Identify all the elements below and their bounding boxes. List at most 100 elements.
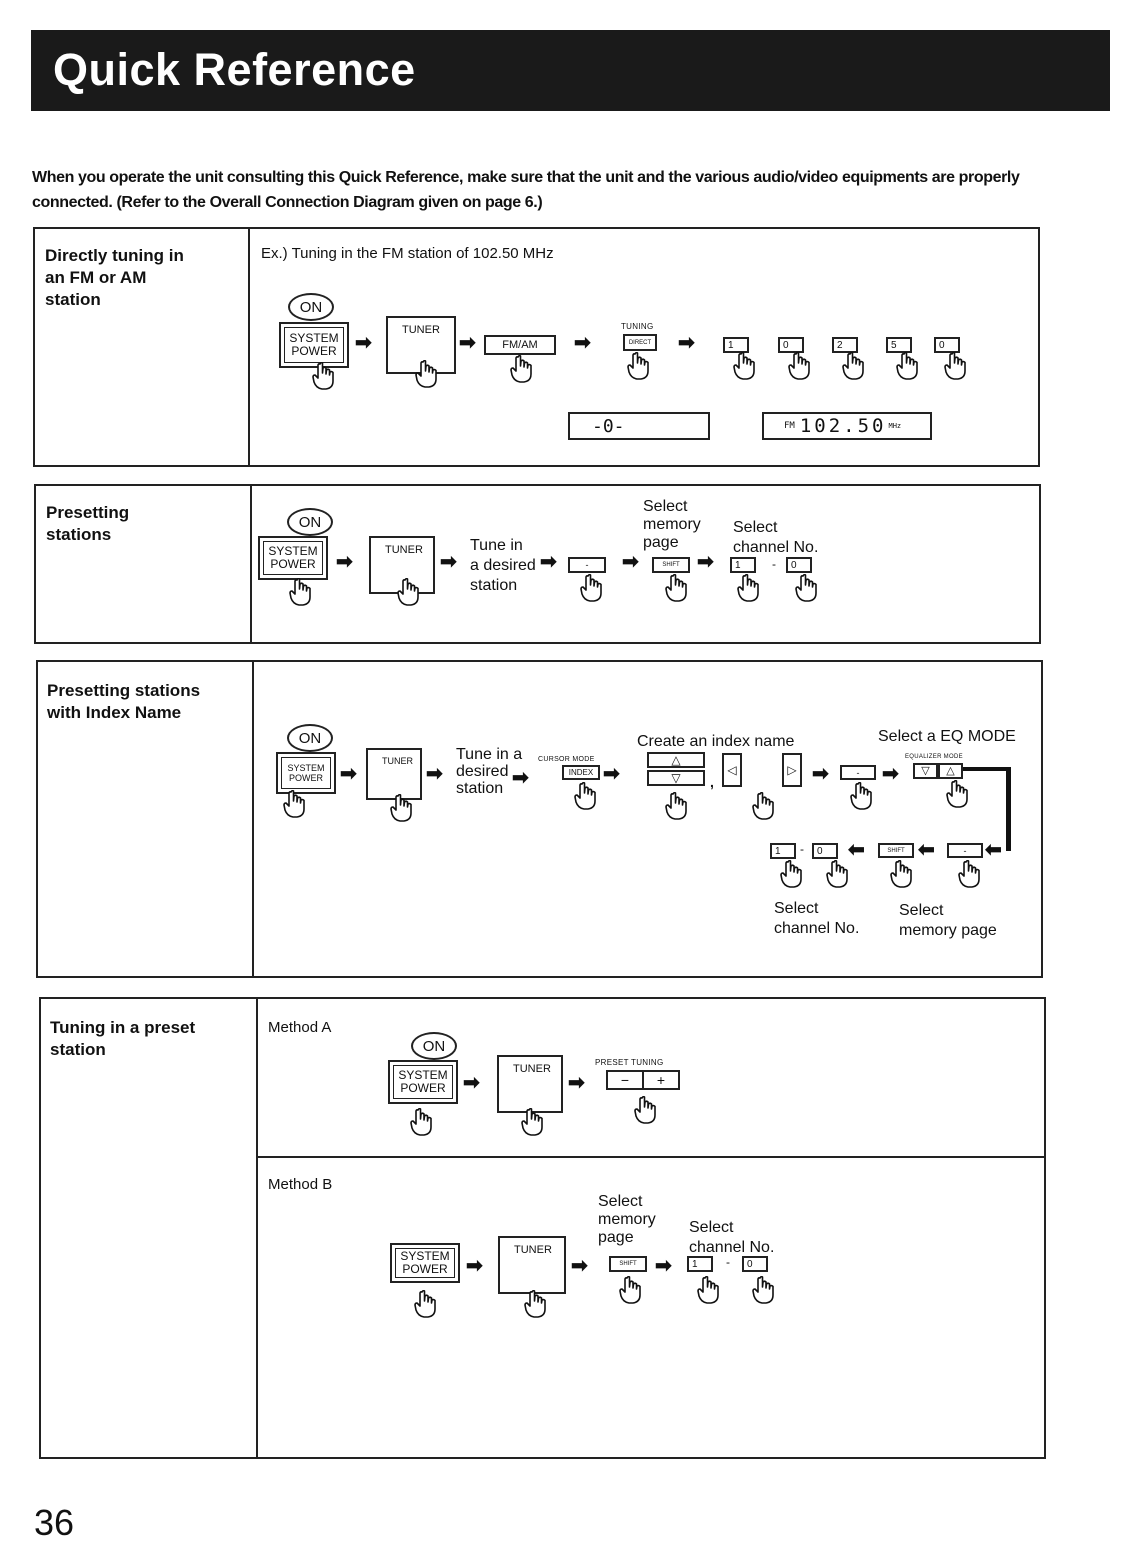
digit-0-button[interactable]: 0 <box>934 337 960 353</box>
hand-press-icon <box>944 352 966 380</box>
hand-press-icon <box>619 1276 641 1304</box>
direct-tuning-button[interactable]: DIRECT <box>623 334 657 351</box>
hand-press-icon <box>580 574 602 602</box>
section-divider <box>250 484 252 644</box>
hand-press-icon <box>397 578 419 606</box>
hand-press-icon <box>752 1276 774 1304</box>
dash-button[interactable]: - <box>840 765 876 780</box>
digit-0-button[interactable]: 0 <box>778 337 804 353</box>
hand-press-icon <box>627 352 649 380</box>
digit-1-button[interactable]: 1 <box>770 843 796 859</box>
range-dash: - <box>726 1255 731 1269</box>
display-freq: 102.50 <box>799 415 887 437</box>
digit-2-button[interactable]: 2 <box>832 337 858 353</box>
hand-press-icon <box>890 860 912 888</box>
system-power-button[interactable]: SYSTEM POWER <box>390 1243 460 1283</box>
fm-am-button[interactable]: FM/AM <box>484 335 556 355</box>
method-b-label: Method B <box>268 1176 333 1193</box>
system-power-button[interactable]: SYSTEM POWER <box>279 322 349 368</box>
section-label-index-name: Presetting stations with Index Name <box>47 681 201 722</box>
hand-press-icon <box>826 860 848 888</box>
shift-button[interactable]: SHIFT <box>878 843 914 858</box>
index-button[interactable]: INDEX <box>562 765 600 780</box>
system-power-button[interactable]: SYSTEM POWER <box>276 752 336 794</box>
page-title: Quick Reference <box>53 44 416 95</box>
preset-tuning-caption: PRESET TUNING <box>595 1058 664 1067</box>
title-bar: Quick Reference <box>31 30 1110 111</box>
arrow-right-icon: ➡ <box>426 763 443 785</box>
system-power-label: SYSTEM POWER <box>393 1065 453 1099</box>
dash-button[interactable]: - <box>568 557 606 573</box>
arrow-right-icon: ➡ <box>655 1255 672 1277</box>
shift-button[interactable]: SHIFT <box>609 1256 647 1272</box>
select-channel-text: Select channel No. <box>733 519 819 556</box>
digit-0-button[interactable]: 0 <box>786 557 812 573</box>
range-dash: - <box>800 842 805 856</box>
tune-in-text: Tune in a desired station <box>470 537 536 594</box>
display-unit: MHz <box>888 422 902 430</box>
cursor-up-button[interactable]: △ <box>647 752 705 768</box>
arrow-right-icon: ➡ <box>540 551 557 573</box>
arrow-right-icon: ➡ <box>340 763 357 785</box>
arrow-right-icon: ➡ <box>882 763 899 785</box>
cursor-left-button[interactable]: ◁ <box>722 753 742 787</box>
comma-separator: , <box>710 774 715 790</box>
select-memory-page-text: Select memory page <box>643 498 701 551</box>
arrow-right-icon: ➡ <box>697 551 714 573</box>
digit-0-button[interactable]: 0 <box>742 1256 768 1272</box>
system-power-label: SYSTEM POWER <box>284 327 344 363</box>
section-divider <box>256 997 258 1459</box>
display-frequency: FM 102.50 MHz <box>762 412 932 440</box>
return-line <box>1006 767 1011 851</box>
method-divider <box>256 1156 1046 1158</box>
hand-press-icon <box>752 792 774 820</box>
digit-1-button[interactable]: 1 <box>687 1256 713 1272</box>
digit-1-button[interactable]: 1 <box>723 337 749 353</box>
select-channel-text: Select channel No. <box>689 1219 775 1256</box>
tuner-button[interactable]: TUNER <box>498 1236 566 1294</box>
hand-press-icon <box>795 574 817 602</box>
system-power-button[interactable]: SYSTEM POWER <box>258 536 328 580</box>
system-power-button[interactable]: SYSTEM POWER <box>388 1060 458 1104</box>
dash-button[interactable]: - <box>947 843 983 858</box>
example-text: Ex.) Tuning in the FM station of 102.50 … <box>261 245 554 262</box>
section-divider <box>248 227 250 467</box>
hand-press-icon <box>697 1276 719 1304</box>
system-power-label: SYSTEM POWER <box>281 757 331 789</box>
hand-press-icon <box>390 794 412 822</box>
arrow-right-icon: ➡ <box>440 551 457 573</box>
arrow-right-icon: ➡ <box>574 332 591 354</box>
cursor-right-button[interactable]: ▷ <box>782 753 802 787</box>
return-line <box>963 767 1009 771</box>
select-memory-page-text: Select memory page <box>598 1193 656 1246</box>
display-blank: -0- <box>568 412 710 440</box>
tuner-button[interactable]: TUNER <box>497 1055 563 1113</box>
hand-press-icon <box>634 1096 656 1124</box>
eq-up-button[interactable]: △ <box>938 763 963 779</box>
on-indicator: ON <box>287 508 333 536</box>
hand-press-icon <box>788 352 810 380</box>
tuner-button[interactable]: TUNER <box>366 748 422 800</box>
hand-press-icon <box>733 352 755 380</box>
on-indicator: ON <box>288 293 334 321</box>
tuning-caption: TUNING <box>621 322 654 331</box>
preset-minus-button[interactable]: − <box>606 1070 644 1090</box>
section-presetting <box>34 484 1041 644</box>
section-label-direct: Directly tuning in an FM or AM station <box>45 246 184 309</box>
hand-press-icon <box>665 792 687 820</box>
equalizer-mode-caption: EQUALIZER MODE <box>905 754 963 760</box>
section-label-presetting: Presetting stations <box>46 503 130 544</box>
arrow-right-icon: ➡ <box>603 763 620 785</box>
shift-button[interactable]: SHIFT <box>652 557 690 573</box>
eq-down-button[interactable]: ▽ <box>913 763 938 779</box>
digit-5-button[interactable]: 5 <box>886 337 912 353</box>
hand-press-icon <box>524 1290 546 1318</box>
select-channel-text: Select channel No. <box>774 900 860 937</box>
select-eq-text: Select a EQ MODE <box>878 728 1016 745</box>
digit-0-button[interactable]: 0 <box>812 843 838 859</box>
digit-1-button[interactable]: 1 <box>730 557 756 573</box>
arrow-right-icon: ➡ <box>466 1255 483 1277</box>
select-memory-page-text: Select memory page <box>899 902 997 939</box>
cursor-down-button[interactable]: ▽ <box>647 770 705 786</box>
preset-plus-button[interactable]: + <box>642 1070 680 1090</box>
